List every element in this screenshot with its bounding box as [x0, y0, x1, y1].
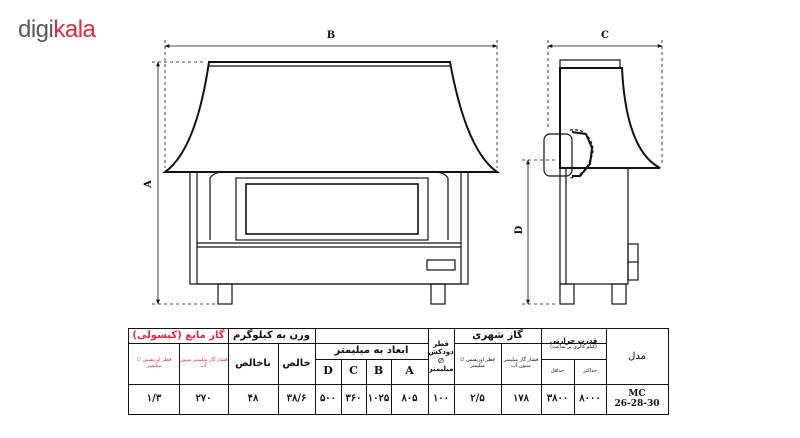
- city-gas-orifice-value: ۲/۵: [470, 393, 485, 405]
- heater-technical-drawing: B C A D: [143, 30, 663, 305]
- lpg-orifice-label: قطر اوریفیس ∅ میلیمتر: [136, 356, 172, 369]
- heat-output-unit: (کیلو کالری بر ساعت): [550, 344, 597, 351]
- dimension-lines: [152, 40, 663, 305]
- weight-header: وزن به کیلوگرم: [233, 330, 310, 342]
- lpg-header: گاز مایع (کپسولی): [132, 330, 225, 342]
- flue-diameter-header: قطر دودکش ∅ میلیمتر: [428, 340, 454, 373]
- dimension-letter-c: C: [349, 364, 358, 378]
- flue-diameter-value: ۱۰۰: [432, 393, 450, 405]
- dimension-label-d: D: [514, 225, 525, 234]
- lpg-orifice-value: ۱/۳: [146, 393, 162, 405]
- specification-table: گاز مایع (کپسولی) قطر اوریفیس ∅ میلیمتر …: [128, 328, 669, 415]
- dimension-letter-a: A: [405, 364, 414, 378]
- heat-output-title: قدرت حرارتی: [549, 337, 598, 346]
- dimension-value-d: ۵۰۰: [319, 393, 337, 405]
- dimension-label-a: A: [143, 180, 154, 189]
- weight-net-label: خالص: [282, 357, 311, 369]
- dimension-letter-d: D: [323, 364, 333, 378]
- logo-part-kala: kala: [53, 16, 96, 43]
- dimension-value-c: ۳۶۰: [345, 393, 362, 405]
- model-numbers: 26-28-30: [614, 399, 660, 409]
- dimension-label-c: C: [601, 30, 609, 41]
- city-gas-pressure-label: فشار گاز میلیمتر ستون آب: [503, 356, 539, 369]
- lpg-pressure-label: فشار گاز میلیمتر ستون آب: [179, 356, 228, 369]
- city-gas-pressure-value: ۱۷۸: [512, 393, 530, 405]
- weight-gross-label: ناخالص: [235, 357, 271, 369]
- heat-max-value: ۸۰۰۰: [579, 393, 601, 405]
- dimensions-header: ابعاد به میلیمتر: [334, 345, 409, 357]
- weight-net-value: ۳۸/۶: [286, 393, 307, 405]
- dimension-label-b: B: [327, 30, 335, 41]
- lpg-pressure-value: ۲۷۰: [195, 393, 212, 405]
- dimension-value-b: ۱۰۲۵: [367, 393, 390, 405]
- weight-gross-value: ۴۸: [247, 393, 259, 405]
- dimension-value-a: ۸۰۵: [401, 393, 418, 405]
- heat-max-label: حداکثر: [583, 367, 597, 374]
- front-view: [161, 61, 501, 305]
- model-value: MC 26-28-30: [606, 384, 668, 414]
- dimension-letter-b: B: [373, 364, 384, 378]
- model-series: MC: [628, 388, 646, 399]
- heat-min-value: ۳۸۰۰: [546, 393, 569, 405]
- city-gas-header: گاز شهری: [472, 330, 523, 342]
- heat-min-label: حداقل: [550, 367, 565, 374]
- city-gas-orifice-label: قطر اوریفیس ∅ میلیمتر: [460, 356, 495, 369]
- logo-part-digi: digi: [18, 16, 54, 43]
- model-header: مدل: [628, 350, 646, 362]
- side-view: [543, 59, 661, 305]
- digikala-logo[interactable]: digikala: [18, 16, 96, 43]
- heat-output-header: قدرت حرارتی (کیلو کالری بر ساعت): [541, 329, 606, 359]
